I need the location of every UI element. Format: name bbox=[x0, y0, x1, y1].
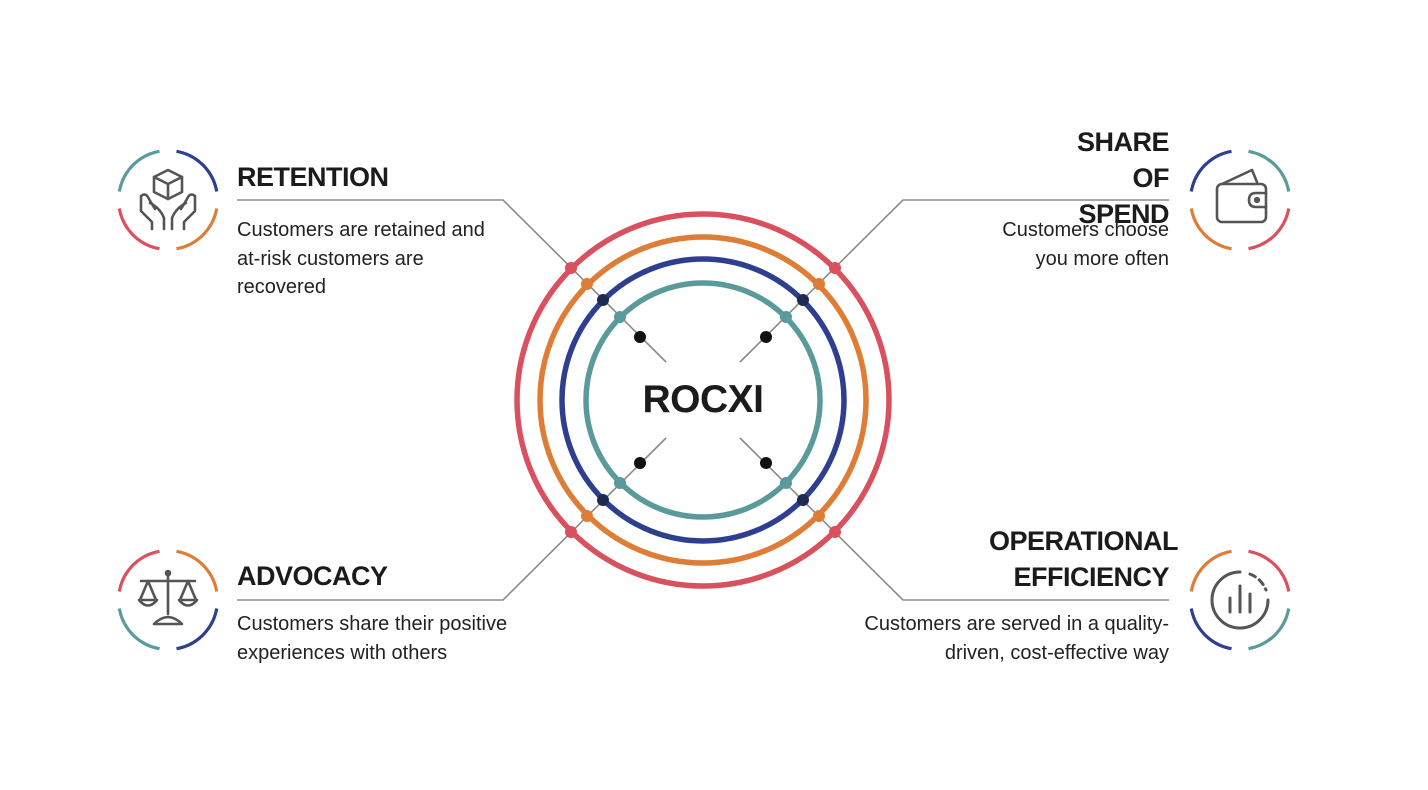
pillar-advocacy: ADVOCACY Customers share their positive … bbox=[237, 558, 557, 664]
pillar-retention: RETENTION Customers are retained and at-… bbox=[237, 159, 557, 298]
dot-orange-sw bbox=[581, 510, 593, 522]
dot-inner-nw bbox=[634, 331, 646, 343]
connector-advocacy bbox=[237, 437, 667, 601]
advocacy-description: Customers share their positive experienc… bbox=[237, 613, 508, 664]
wallet-icon bbox=[1215, 168, 1268, 224]
connector-operational-efficiency bbox=[739, 437, 1169, 601]
dot-teal-nw bbox=[614, 311, 626, 323]
chart-gauge-icon bbox=[1210, 570, 1270, 630]
dot-orange-se bbox=[813, 510, 825, 522]
dot-red-ne bbox=[829, 262, 841, 274]
advocacy-title: ADVOCACY bbox=[237, 561, 388, 591]
scales-icon bbox=[137, 569, 199, 626]
dot-navy-ne bbox=[797, 294, 809, 306]
dot-red-se bbox=[829, 526, 841, 538]
dot-orange-ne bbox=[813, 278, 825, 290]
dot-red-sw bbox=[565, 526, 577, 538]
operational-efficiency-title: OPERATIONAL EFFICIENCY bbox=[989, 526, 1179, 592]
share-icon-frame bbox=[1189, 149, 1291, 251]
dot-inner-sw bbox=[634, 457, 646, 469]
pillar-share-of-spend: SHARE OF SPEND Customers choose you more… bbox=[849, 124, 1170, 270]
dot-teal-ne bbox=[780, 311, 792, 323]
ring-red bbox=[514, 211, 892, 589]
connector-retention bbox=[237, 199, 667, 363]
operational-efficiency-description: Customers are served in a quality-driven… bbox=[864, 613, 1169, 664]
connector-lines bbox=[237, 199, 1169, 601]
hands-box-icon bbox=[139, 168, 197, 231]
share-of-spend-description: Customers choose you more often bbox=[1002, 219, 1169, 270]
ring-navy bbox=[559, 256, 847, 544]
retention-icon-frame bbox=[117, 149, 219, 251]
dot-red-nw bbox=[565, 262, 577, 274]
dot-inner-ne bbox=[760, 331, 772, 343]
connector-share-of-spend bbox=[739, 199, 1169, 363]
dot-navy-se bbox=[797, 494, 809, 506]
ring-orange bbox=[537, 234, 869, 566]
dot-navy-nw bbox=[597, 294, 609, 306]
ops-icon-frame bbox=[1189, 549, 1291, 651]
dot-teal-se bbox=[780, 477, 792, 489]
retention-title: RETENTION bbox=[237, 162, 389, 192]
dot-navy-sw bbox=[597, 494, 609, 506]
center-label: ROCXI bbox=[642, 378, 764, 421]
dot-orange-nw bbox=[581, 278, 593, 290]
pillar-operational-efficiency: OPERATIONAL EFFICIENCY Customers are ser… bbox=[849, 523, 1179, 664]
retention-description: Customers are retained and at-risk custo… bbox=[237, 219, 485, 298]
advocacy-icon-frame bbox=[117, 549, 219, 651]
ring-dots bbox=[565, 262, 841, 538]
dot-teal-sw bbox=[614, 477, 626, 489]
share-of-spend-title: SHARE OF SPEND bbox=[1076, 127, 1170, 229]
ring-teal bbox=[583, 280, 823, 520]
dot-inner-se bbox=[760, 457, 772, 469]
